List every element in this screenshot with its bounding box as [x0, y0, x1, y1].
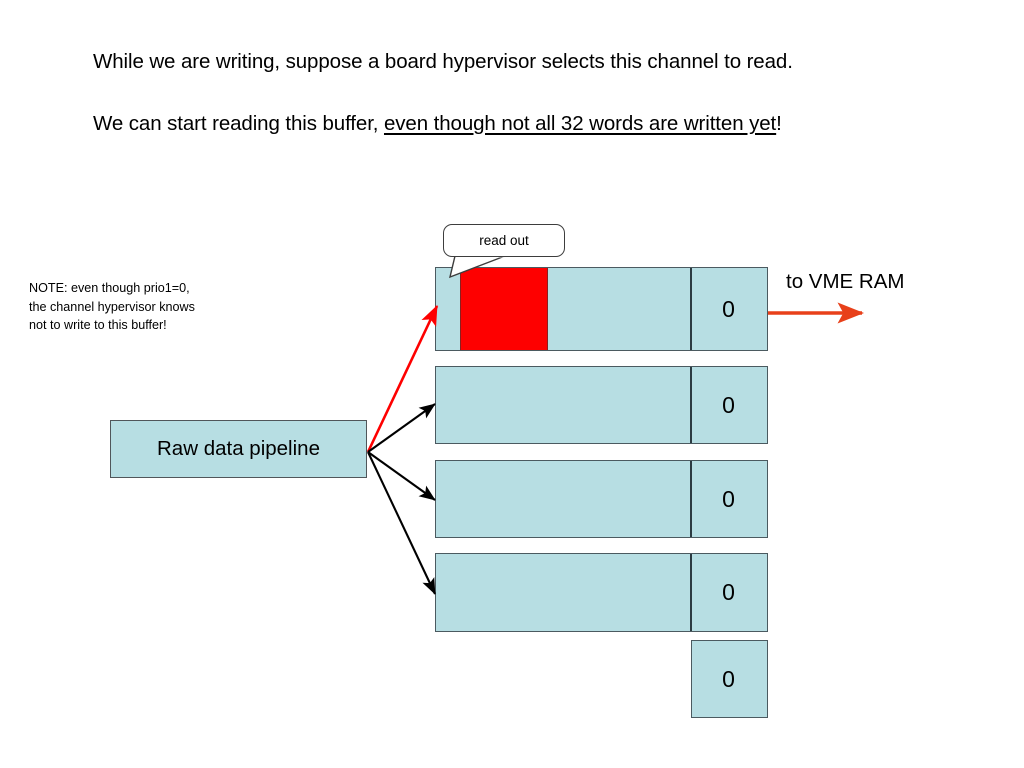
- read-out-callout-label: read out: [479, 233, 529, 248]
- note-line-3: not to write to this buffer!: [29, 318, 167, 332]
- raw-data-pipeline-box[interactable]: Raw data pipeline: [110, 420, 367, 478]
- headline-line-1: While we are writing, suppose a board hy…: [93, 50, 793, 73]
- write-arrow-buffer-2: [367, 403, 436, 453]
- headline-2-suffix: !: [776, 112, 782, 135]
- note-line-1: NOTE: even though prio1=0,: [29, 281, 190, 295]
- read-path-arrow: [366, 305, 439, 453]
- buffer-count-value: 0: [722, 485, 735, 512]
- note-line-2: the channel hypervisor knows: [29, 299, 195, 314]
- raw-data-pipeline-label: Raw data pipeline: [157, 437, 320, 460]
- buffer-count-divider: [690, 367, 692, 443]
- buffer-row[interactable]: 0: [435, 267, 768, 351]
- headline-2-emphasis: even though not all 32 words are written…: [383, 112, 777, 135]
- buffer-count-value: 0: [722, 295, 735, 322]
- buffer-count-value: 0: [722, 391, 735, 418]
- headline-line-2: We can start reading this buffer, even t…: [93, 112, 782, 136]
- read-out-callout[interactable]: read out: [443, 224, 565, 257]
- buffer-count-divider: [690, 461, 692, 537]
- buffer-row[interactable]: 0: [435, 460, 768, 538]
- buffer-count-value: 0: [722, 665, 735, 692]
- to-vme-ram-label: to VME RAM: [786, 270, 905, 293]
- write-arrow-buffer-3: [367, 451, 436, 501]
- write-arrow-buffer-4: [367, 451, 436, 595]
- note-block: NOTE: even though prio1=0, the channel h…: [29, 279, 264, 335]
- buffer-count-divider: [690, 268, 692, 350]
- buffer-count-divider: [690, 554, 692, 631]
- buffer-row[interactable]: 0: [435, 366, 768, 444]
- written-words-region: [460, 268, 548, 350]
- buffer-count-value: 0: [722, 579, 735, 605]
- buffer-row[interactable]: 0: [691, 640, 768, 718]
- buffer-row[interactable]: 0: [435, 553, 768, 632]
- headline-2-prefix: We can start reading this buffer,: [93, 112, 384, 135]
